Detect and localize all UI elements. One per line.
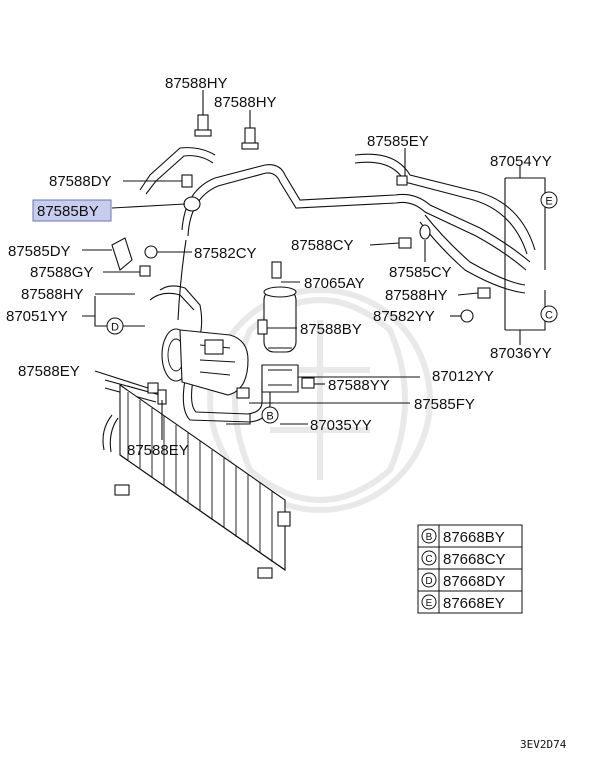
legend-row: E 87668EY: [421, 594, 505, 612]
callout-c: C: [540, 305, 558, 323]
label-87585FY[interactable]: 87585FY: [414, 396, 475, 413]
callout-e-letter: E: [545, 196, 552, 208]
condenser: [114, 383, 291, 579]
label-87012YY[interactable]: 87012YY: [432, 368, 494, 385]
callout-d: D: [106, 317, 124, 335]
oring-87585CY: [419, 224, 431, 240]
part-labels: 87588HY 87588HY 87585EY 87054YY 87588DY …: [6, 75, 552, 459]
leader-lines: [82, 90, 546, 440]
legend-table: B 87668BY C 87668CY D 87668DY E 87668EY: [417, 524, 523, 614]
label-87585DY[interactable]: 87585DY: [8, 243, 71, 260]
compressor: [161, 328, 249, 396]
bracket: [261, 364, 299, 393]
legend-letter: E: [426, 598, 433, 609]
refrigerant-lines: [102, 147, 536, 453]
label-87585EY[interactable]: 87585EY: [367, 133, 429, 150]
callout-d-letter: D: [111, 322, 119, 334]
callout-e: E: [540, 191, 558, 209]
legend-row: C 87668CY: [421, 550, 506, 568]
label-87588HY-1[interactable]: 87588HY: [165, 75, 228, 92]
legend-letter: B: [426, 532, 433, 543]
receiver-drier: [263, 286, 297, 353]
nut-87582YY: [460, 309, 474, 323]
bolt-87588GY: [139, 265, 151, 277]
legend-part[interactable]: 87668DY: [443, 573, 506, 590]
legend-letter: C: [425, 554, 432, 565]
bolt-87588BY: [257, 319, 268, 335]
label-87582CY[interactable]: 87582CY: [194, 245, 257, 262]
oring-87585BY: [183, 196, 201, 212]
callout-b-letter: B: [266, 411, 273, 423]
legend-part[interactable]: 87668EY: [443, 595, 505, 612]
label-87035YY[interactable]: 87035YY: [310, 417, 372, 434]
bolt-87588HY-1: [194, 114, 212, 137]
legend-part[interactable]: 87668CY: [443, 551, 506, 568]
label-87582YY[interactable]: 87582YY: [373, 308, 435, 325]
legend-row: B 87668BY: [421, 528, 505, 546]
label-87588HY-4[interactable]: 87588HY: [385, 287, 448, 304]
clip-87585DY: [111, 237, 133, 271]
bolt-87588DY: [181, 174, 193, 188]
label-87588GY[interactable]: 87588GY: [30, 264, 93, 281]
label-87588CY[interactable]: 87588CY: [291, 237, 354, 254]
bolt-87588HY-2: [241, 127, 259, 150]
label-87051YY[interactable]: 87051YY: [6, 308, 68, 325]
legend-letter: D: [425, 576, 432, 587]
legend-part[interactable]: 87668BY: [443, 529, 505, 546]
clip-87585FY: [236, 387, 250, 399]
label-87585CY[interactable]: 87585CY: [389, 264, 452, 281]
clip-87585EY: [396, 175, 408, 186]
label-87588EY-1[interactable]: 87588EY: [18, 363, 80, 380]
fittings: [111, 114, 491, 405]
bolt-87588CY: [398, 237, 412, 249]
label-87588YY[interactable]: 87588YY: [328, 377, 390, 394]
label-87585BY-highlight[interactable]: 87585BY: [32, 199, 112, 222]
label-87588HY-3[interactable]: 87588HY: [21, 286, 84, 303]
nut-87582CY: [144, 245, 158, 259]
callout-b: B: [261, 406, 279, 424]
label-87054YY[interactable]: 87054YY: [490, 153, 552, 170]
label-87036YY[interactable]: 87036YY: [490, 345, 552, 362]
label-87588BY[interactable]: 87588BY: [300, 321, 362, 338]
bolt-87588EY-1: [147, 382, 159, 394]
label-87065AY[interactable]: 87065AY: [304, 275, 365, 292]
bolt-87588HY-3: [477, 287, 491, 299]
callout-c-letter: C: [545, 310, 553, 322]
label-87588DY[interactable]: 87588DY: [49, 173, 112, 190]
label-87588HY-2[interactable]: 87588HY: [214, 94, 277, 111]
diagram-code: 3EV2D74: [520, 738, 567, 751]
bolt-87588YY: [301, 377, 315, 389]
legend-row: D 87668DY: [421, 572, 506, 590]
label-87585BY: 87585BY: [37, 203, 99, 220]
label-87588EY-2[interactable]: 87588EY: [127, 442, 189, 459]
bolt-87065AY: [271, 261, 282, 279]
watermark-emblem: [207, 287, 433, 513]
